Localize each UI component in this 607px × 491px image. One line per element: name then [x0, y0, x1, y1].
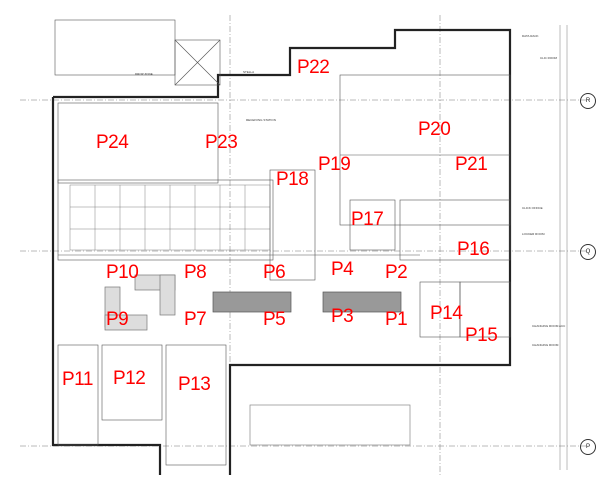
room-tag-p9: P9: [106, 309, 129, 330]
interior-walls: [54, 19, 511, 466]
note-data-rack: DATA RACK: [522, 34, 539, 38]
room-tag-p24: P24: [96, 132, 129, 153]
note-stella: STELLA: [243, 70, 255, 74]
dimension-lines: [559, 25, 568, 470]
room-tag-p11: P11: [62, 369, 93, 390]
room-tag-p3: P3: [331, 306, 354, 327]
room-tag-p15: P15: [465, 325, 498, 346]
grid-marker-q: Q: [580, 244, 596, 260]
room-tag-p10: P10: [106, 262, 139, 283]
room-tag-p21: P21: [455, 154, 488, 175]
room-tag-p16: P16: [457, 239, 490, 260]
note-clic-room: CLIC ROOM: [540, 56, 558, 60]
note-click-office: CLICK OFFICE: [522, 206, 543, 210]
storage-racks: [69, 184, 271, 251]
room-tag-p17: P17: [351, 209, 384, 230]
room-tag-p19: P19: [318, 154, 351, 175]
room-tag-p8: P8: [184, 262, 207, 283]
note-changing-room-acc: CHANGING ROOM ACC: [532, 324, 566, 328]
room-tag-p20: P20: [418, 119, 451, 140]
furniture: [104, 274, 411, 446]
room-tag-p18: P18: [276, 169, 309, 190]
room-tag-p6: P6: [263, 262, 286, 283]
room-tag-p13: P13: [178, 374, 211, 395]
exterior-walls: [51, 28, 512, 475]
grid-marker-p: P: [580, 439, 596, 455]
grid-lines: [20, 15, 590, 475]
room-tag-p14: P14: [430, 303, 463, 324]
room-tag-p5: P5: [263, 309, 286, 330]
room-tag-p23: P23: [205, 132, 238, 153]
room-tag-p7: P7: [184, 309, 207, 330]
room-tag-p22: P22: [297, 57, 330, 78]
note-receiving-station: RECEIVING STATION: [246, 118, 276, 122]
room-tag-p12: P12: [113, 368, 146, 389]
room-tag-p1: P1: [385, 309, 408, 330]
note-drop-zone: DROP ZONE: [135, 72, 153, 76]
grid-marker-r: R: [580, 93, 596, 109]
room-tag-p4: P4: [331, 259, 354, 280]
note-locker-room: LOCKER ROOM: [522, 232, 545, 236]
room-tag-p2: P2: [385, 262, 408, 283]
note-changing-room: CHANGING ROOM: [532, 343, 559, 347]
